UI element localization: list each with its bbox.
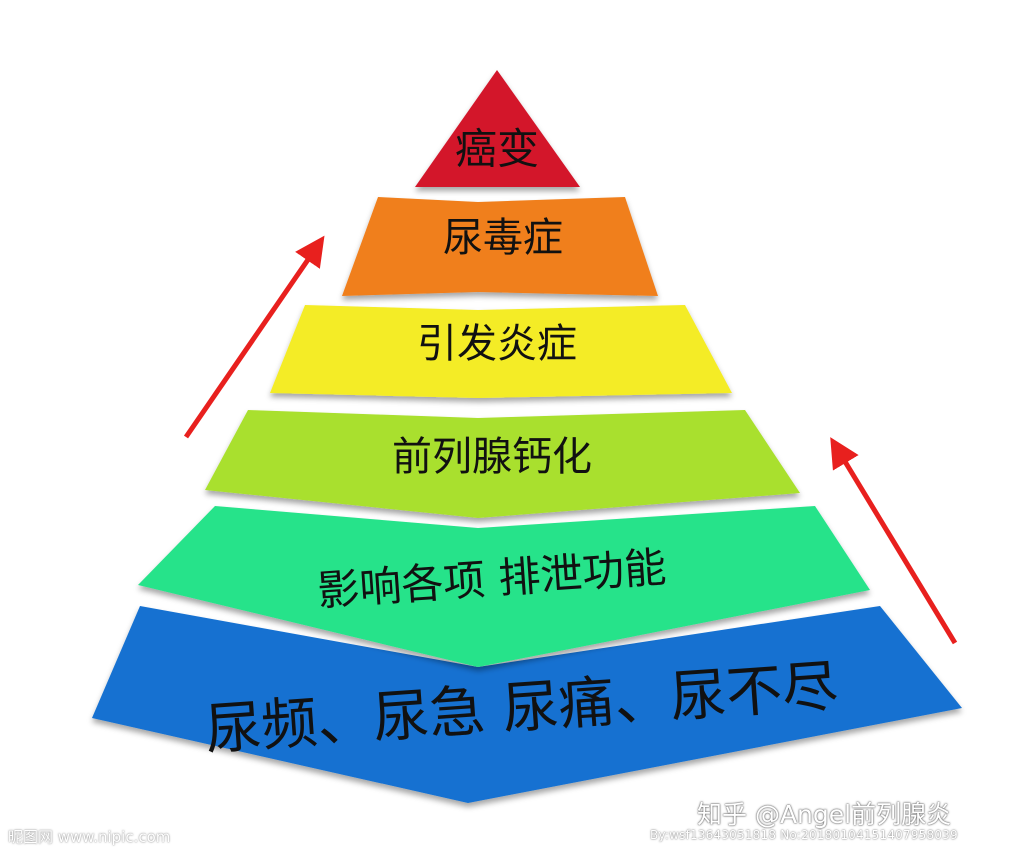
tier-6-shape (92, 606, 962, 803)
left-up-arrow (183, 235, 325, 439)
tier-1-shape (415, 70, 580, 187)
tier-5-shape (138, 506, 870, 667)
tier-2-label: 尿毒症 (443, 215, 563, 261)
right-up-arrow (830, 437, 958, 645)
tier-2-shape (342, 197, 658, 296)
tier-4-shape (205, 410, 800, 518)
tier-3-label: 引发炎症 (417, 321, 577, 367)
tier-4-label: 前列腺钙化 (392, 434, 592, 480)
tier-1-label: 癌变 (455, 125, 539, 174)
brand-watermark: 知乎 @Angel前列腺炎 (697, 800, 952, 829)
tier-3-shape (270, 305, 732, 398)
site-watermark: 昵图网 www.nipic.com (8, 828, 171, 846)
serial-watermark: By:wsf13643051818 No:2018010415140795803… (650, 828, 958, 842)
